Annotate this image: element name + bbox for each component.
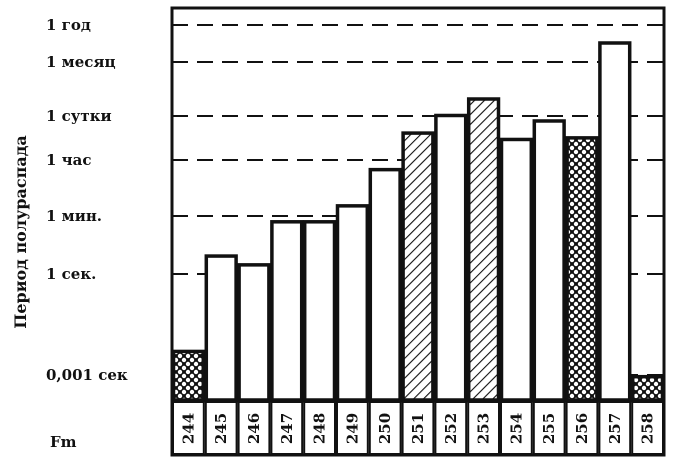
x-axis-label: Fm	[50, 433, 77, 451]
x-tick-label: 253	[475, 413, 493, 444]
x-tick-label: 256	[573, 413, 591, 444]
y-tick-label: 1 мин.	[46, 207, 102, 225]
bar-fm-248	[302, 220, 337, 402]
bar-fm-245	[204, 254, 238, 402]
plot-frame	[170, 6, 666, 457]
x-tick-label: 248	[311, 413, 329, 444]
y-tick-label: 1 год	[46, 16, 91, 34]
x-label-box	[434, 401, 468, 455]
bar-fm-247	[270, 220, 304, 402]
y-tick-label: 1 месяц	[46, 53, 116, 71]
bar-fm-244	[171, 349, 206, 402]
y-tick-label: 1 сек.	[46, 265, 96, 283]
bar-fm-256	[565, 136, 599, 402]
y-tick-label: 1 сутки	[46, 107, 112, 125]
bar-fm-257	[598, 41, 632, 402]
bar-fm-246	[237, 263, 271, 402]
x-tick-label: 258	[639, 413, 657, 444]
bar-fm-253	[466, 97, 501, 402]
bar-fm-258	[630, 374, 665, 402]
bar-fm-249	[335, 204, 370, 402]
x-tick-label: 257	[606, 413, 624, 444]
x-tick-label: 250	[376, 413, 394, 444]
x-tick-label: 255	[540, 413, 558, 444]
bar-fm-251	[401, 131, 435, 402]
y-axis-label: Период полураспада	[11, 135, 30, 329]
x-tick-label: 247	[278, 413, 296, 444]
x-tick-label: 246	[245, 413, 263, 444]
x-tick-label: 249	[343, 413, 361, 444]
bar-fm-252	[434, 113, 468, 402]
bar-fm-250	[368, 167, 402, 402]
y-tick-label: 1 час	[46, 151, 92, 169]
x-tick-label: 252	[442, 413, 460, 444]
y-tick-label: 0,001 сек	[46, 366, 128, 384]
x-tick-label: 245	[212, 413, 230, 444]
x-tick-label: 251	[409, 413, 427, 444]
x-tick-label: 244	[179, 413, 197, 444]
x-tick-label: 254	[507, 413, 525, 444]
bar-fm-255	[532, 119, 566, 402]
bar-fm-254	[499, 137, 534, 402]
